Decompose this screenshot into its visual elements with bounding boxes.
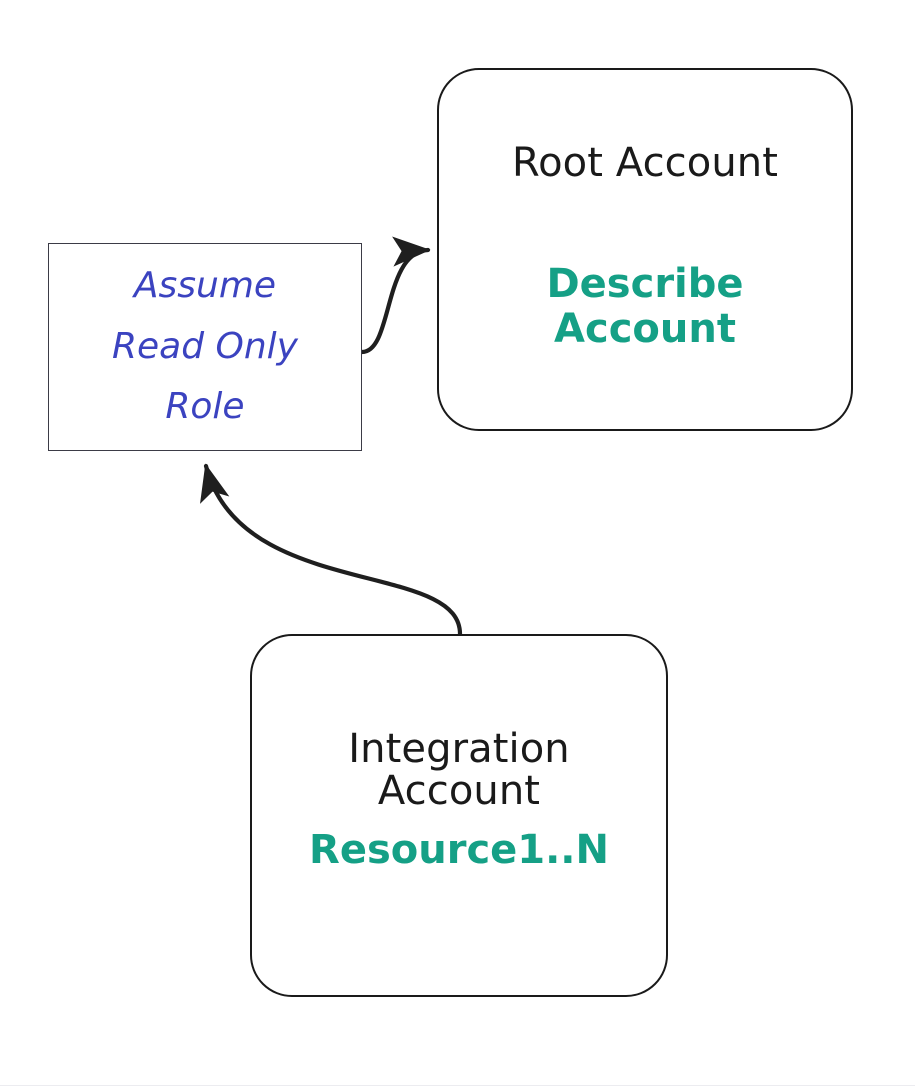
- edge-integration-to-role: [200, 463, 463, 637]
- edge-role-to-root: [359, 236, 431, 355]
- assume-role-line-3: Role: [165, 386, 245, 428]
- bottom-hairline-divider: [0, 1085, 915, 1086]
- assume-role-label: Assume Read Only Role: [112, 256, 298, 437]
- root-account-title: Root Account: [512, 142, 778, 184]
- node-assume-read-only-role[interactable]: Assume Read Only Role: [48, 243, 362, 451]
- node-integration-account-content: Integration Account Resource1..N: [252, 636, 666, 995]
- integration-account-title: Integration Account: [348, 728, 570, 812]
- integration-account-accent: Resource1..N: [309, 828, 609, 873]
- assume-role-line-2: Read Only: [112, 325, 298, 367]
- root-account-title-line: Root Account: [511, 140, 779, 186]
- assume-role-line-1: Assume: [133, 265, 277, 307]
- integration-account-title-line-2: Account: [377, 768, 541, 814]
- root-account-accent-line-2: Account: [554, 305, 736, 352]
- integration-account-accent-line-1: Resource1..N: [309, 827, 609, 873]
- node-root-account[interactable]: Root Account Describe Account: [437, 68, 853, 431]
- node-root-account-content: Root Account Describe Account: [439, 70, 851, 429]
- root-account-accent: Describe Account: [546, 262, 743, 352]
- node-integration-account[interactable]: Integration Account Resource1..N: [250, 634, 668, 997]
- root-account-accent-line-1: Describe: [546, 261, 744, 307]
- integration-account-title-line-1: Integration: [348, 726, 570, 772]
